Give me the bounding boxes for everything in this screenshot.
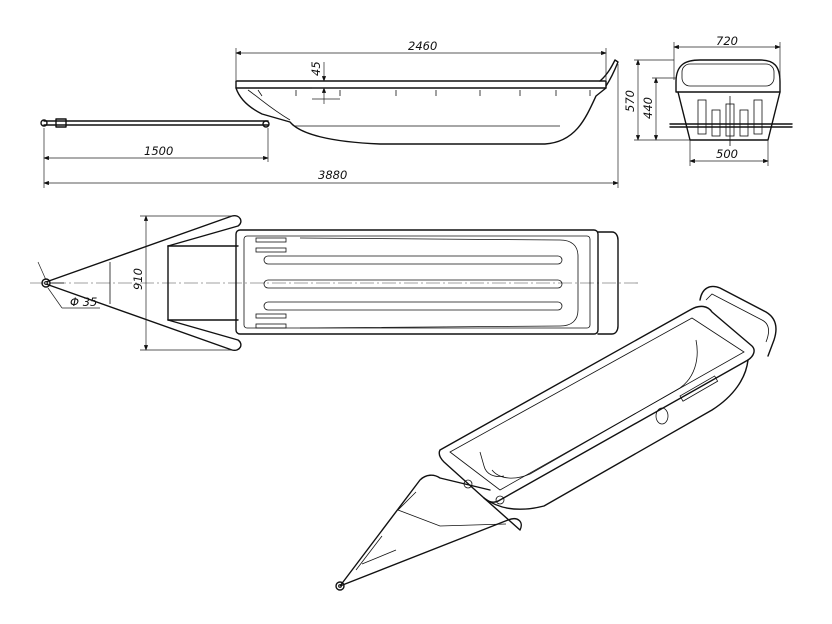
side-drawbar [40,118,270,128]
dim-width-bottom: 500 [716,147,738,161]
top-frame [41,214,242,352]
dim-hitch-diameter: Φ 35 [70,295,97,309]
top-view: 910 Φ 35 [30,214,640,352]
dim-wall-offset: 45 [309,61,323,76]
dim-drawbar-length: 1500 [144,144,173,158]
side-hull [235,59,619,145]
dim-width-top: 720 [716,34,738,48]
top-hull [235,229,619,335]
dim-height-body: 440 [641,97,655,119]
side-view: 2460 45 1500 3880 [40,39,619,188]
dim-overall-length: 3880 [318,168,347,182]
dim-height-overall: 570 [623,90,637,112]
dim-sled-length: 2460 [408,39,437,53]
isometric-view [335,285,777,591]
dim-frame-width: 910 [131,268,145,290]
front-view: 720 570 440 500 [623,34,793,166]
